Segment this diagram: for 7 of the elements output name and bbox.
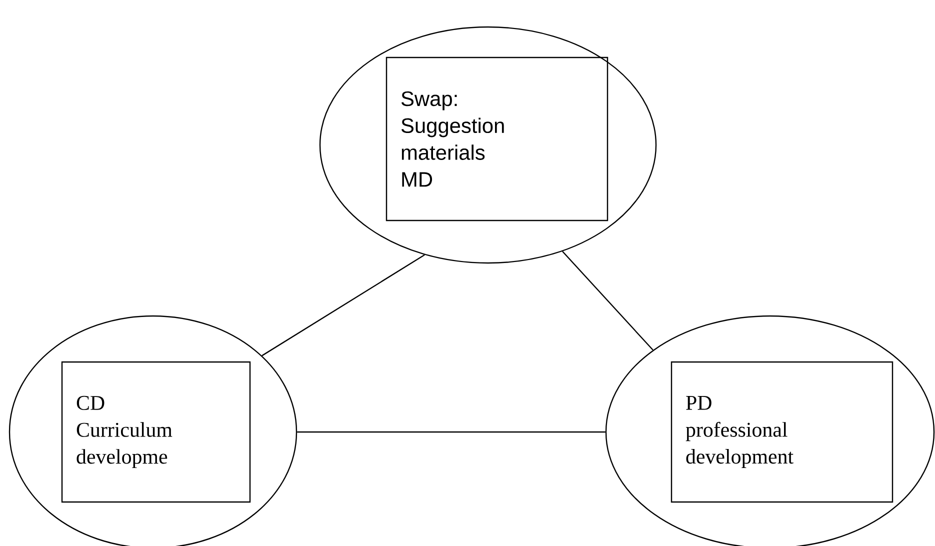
ellipse [319, 26, 657, 264]
text-box: Swap: Suggestion materials MD [386, 56, 608, 222]
connector-line [562, 250, 654, 350]
connector-line [297, 431, 606, 433]
connector-line [262, 254, 425, 356]
text-box: PD professional development [670, 361, 894, 503]
text-box: CD Curriculum developme [61, 361, 251, 503]
